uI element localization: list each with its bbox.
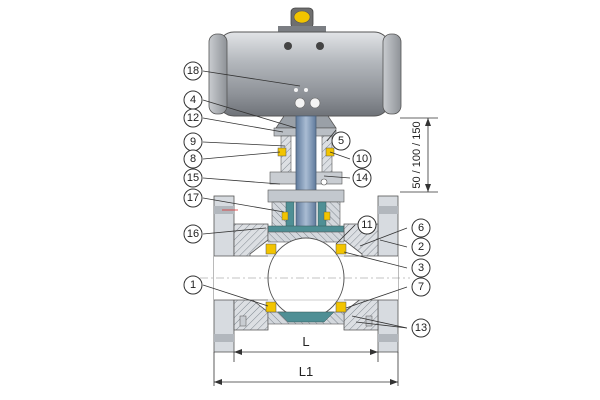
callout-11: 11 bbox=[357, 215, 377, 235]
svg-text:4: 4 bbox=[190, 94, 196, 106]
callout-5: 5 bbox=[331, 131, 351, 151]
callout-7: 7 bbox=[411, 277, 431, 297]
svg-text:17: 17 bbox=[187, 192, 199, 204]
svg-text:3: 3 bbox=[418, 262, 424, 274]
svg-text:14: 14 bbox=[356, 172, 368, 184]
callout-6: 6 bbox=[411, 218, 431, 238]
seat bbox=[265, 243, 277, 255]
dimension-stroke-label: 50 / 100 / 150 bbox=[411, 121, 423, 188]
air-port-small bbox=[304, 88, 308, 92]
pneumatic-actuator bbox=[208, 7, 402, 117]
callout-13: 13 bbox=[411, 318, 431, 338]
svg-text:16: 16 bbox=[187, 228, 199, 240]
port-hole bbox=[316, 42, 324, 50]
callout-9: 9 bbox=[183, 132, 203, 152]
svg-text:10: 10 bbox=[356, 153, 368, 165]
port-hole bbox=[284, 42, 292, 50]
bonnet bbox=[265, 189, 347, 235]
svg-text:9: 9 bbox=[190, 136, 196, 148]
air-port-small bbox=[294, 88, 298, 92]
actuator-end-cap-left bbox=[208, 33, 228, 115]
seat bbox=[265, 301, 277, 313]
callout-10: 10 bbox=[352, 149, 372, 169]
callout-15: 15 bbox=[183, 168, 203, 188]
callout-3: 3 bbox=[411, 258, 431, 278]
indicator-top bbox=[293, 10, 311, 24]
leader-lines bbox=[202, 70, 408, 329]
air-port bbox=[294, 97, 306, 109]
callout-12: 12 bbox=[183, 108, 203, 128]
dimension-stroke: 50 / 100 / 150 bbox=[400, 117, 438, 193]
callout-2: 2 bbox=[411, 237, 431, 257]
svg-text:15: 15 bbox=[187, 172, 199, 184]
callout-4: 4 bbox=[183, 90, 203, 110]
svg-text:6: 6 bbox=[418, 222, 424, 234]
dimension-L1: L1 bbox=[213, 352, 399, 386]
actuator-top-plate bbox=[278, 26, 326, 34]
seat bbox=[335, 243, 347, 255]
dimension-L-label: L bbox=[302, 334, 309, 349]
valve-stem bbox=[295, 115, 317, 237]
callout-18: 18 bbox=[183, 61, 203, 81]
actuator-end-cap-right bbox=[382, 33, 402, 115]
dimension-L: L bbox=[233, 334, 379, 362]
svg-text:11: 11 bbox=[361, 219, 372, 231]
callout-17: 17 bbox=[183, 188, 203, 208]
seat bbox=[335, 301, 347, 313]
svg-text:7: 7 bbox=[418, 281, 424, 293]
svg-text:5: 5 bbox=[338, 135, 344, 147]
air-port bbox=[309, 97, 321, 109]
callout-16: 16 bbox=[183, 224, 203, 244]
svg-text:8: 8 bbox=[190, 153, 196, 165]
callout-8: 8 bbox=[183, 149, 203, 169]
callout-14: 14 bbox=[352, 168, 372, 188]
svg-text:1: 1 bbox=[190, 279, 196, 291]
svg-text:13: 13 bbox=[415, 322, 427, 334]
svg-text:18: 18 bbox=[187, 65, 199, 77]
callout-1: 1 bbox=[183, 275, 203, 295]
dimension-L1-label: L1 bbox=[299, 364, 313, 379]
svg-text:12: 12 bbox=[187, 112, 199, 124]
svg-text:2: 2 bbox=[418, 241, 424, 253]
